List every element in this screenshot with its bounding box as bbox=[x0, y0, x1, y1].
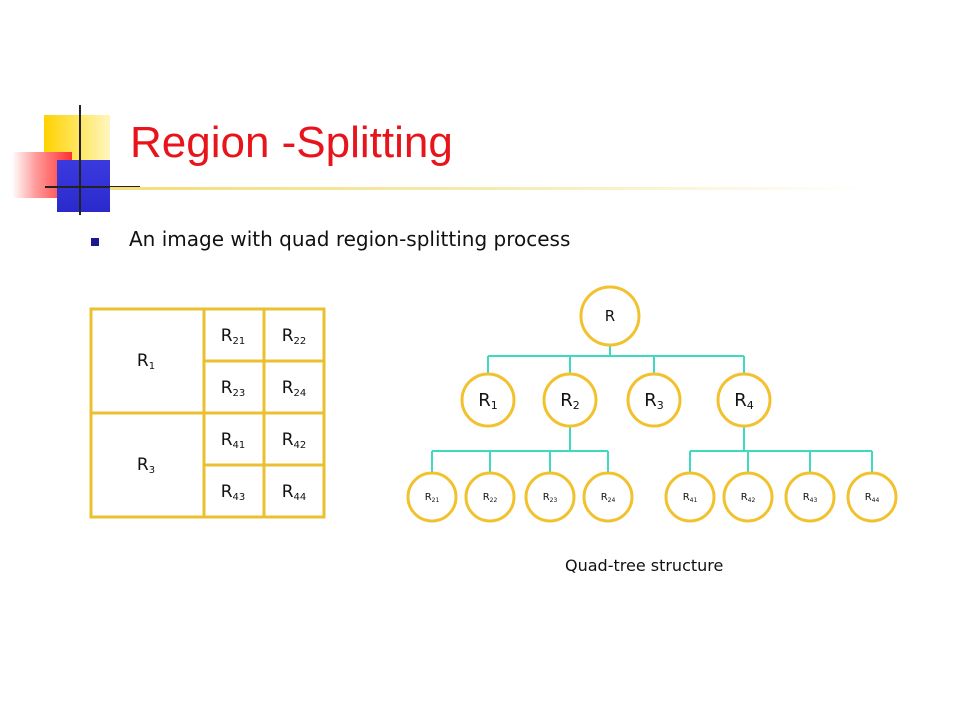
tree-node-r41 bbox=[664, 471, 716, 523]
grid-cell-label-r43: R43 bbox=[221, 482, 246, 503]
bullet-marker bbox=[91, 238, 99, 246]
tree-node-r4-label: R4 bbox=[734, 390, 754, 412]
tree-node-r1-label: R1 bbox=[478, 390, 498, 412]
decor-vertical-line bbox=[79, 105, 81, 215]
tree-node-r1 bbox=[460, 372, 516, 428]
title-divider bbox=[110, 187, 870, 190]
tree-node-r24 bbox=[582, 471, 634, 523]
grid-cell-label-r42: R42 bbox=[282, 430, 307, 451]
tree-node-r21-label: R21 bbox=[425, 492, 440, 504]
tree-node-r43 bbox=[784, 471, 836, 523]
decor-horizontal-line bbox=[45, 186, 140, 188]
tree-node-r44 bbox=[846, 471, 898, 523]
grid-label-r1: R1 bbox=[137, 351, 155, 372]
bullet-text: An image with quad region-splitting proc… bbox=[129, 227, 571, 251]
tree-node-r2-label: R2 bbox=[560, 390, 580, 412]
tree-node-r4 bbox=[716, 372, 772, 428]
tree-node-r23 bbox=[524, 471, 576, 523]
diagram-caption: Quad-tree structure bbox=[565, 556, 724, 575]
tree-node-r2 bbox=[542, 372, 598, 428]
grid-cell-label-r41: R41 bbox=[221, 430, 246, 451]
tree-node-r3 bbox=[626, 372, 682, 428]
tree-node-root bbox=[579, 285, 641, 347]
grid-cell-label-r21: R21 bbox=[221, 326, 246, 347]
tree-node-r22-label: R22 bbox=[483, 492, 498, 504]
tree-node-r42 bbox=[722, 471, 774, 523]
grid-cell-label-r23: R23 bbox=[221, 378, 246, 399]
tree-node-r22 bbox=[464, 471, 516, 523]
grid-cell-label-r24: R24 bbox=[282, 378, 307, 399]
tree-links bbox=[431, 345, 873, 473]
tree-node-r43-label: R43 bbox=[803, 492, 818, 504]
tree-node-r21 bbox=[406, 471, 458, 523]
tree-node-r42-label: R42 bbox=[741, 492, 756, 504]
grid-label-r3: R3 bbox=[137, 455, 155, 476]
grid-cell-label-r44: R44 bbox=[282, 482, 307, 503]
slide-title: Region -Splitting bbox=[130, 118, 453, 167]
tree-node-r44-label: R44 bbox=[865, 492, 880, 504]
tree-node-r23-label: R23 bbox=[543, 492, 558, 504]
tree-node-root-label: R bbox=[605, 307, 615, 325]
tree-node-r3-label: R3 bbox=[644, 390, 664, 412]
grid-cell-label-r22: R22 bbox=[282, 326, 307, 347]
tree-node-r24-label: R24 bbox=[601, 492, 616, 504]
tree-node-r41-label: R41 bbox=[683, 492, 698, 504]
